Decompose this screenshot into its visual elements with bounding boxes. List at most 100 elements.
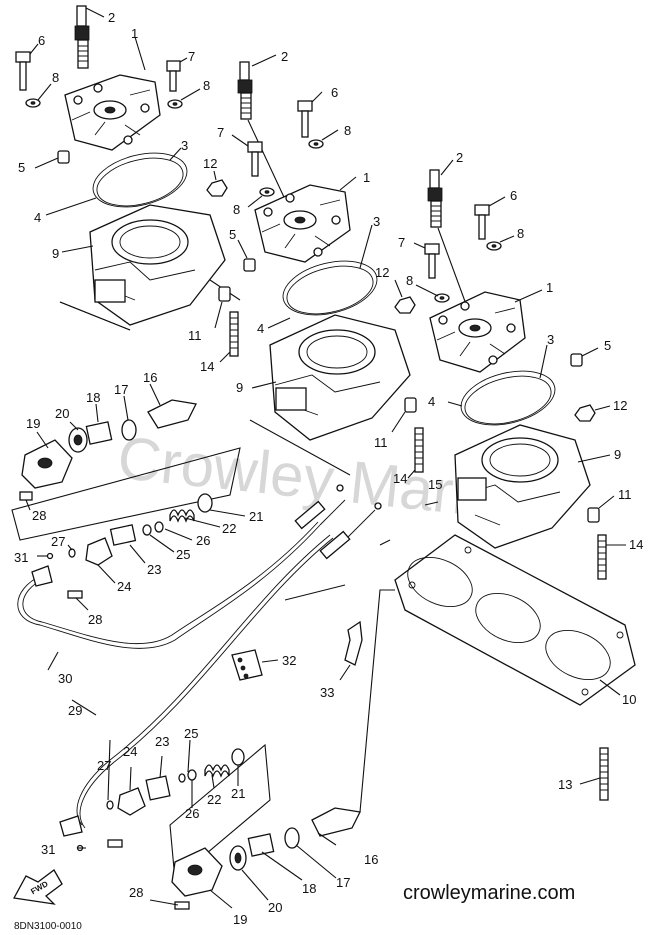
callout-labels: 2 1 6 8 7 8 3 5 12 4 9 11 14 2 6 8 7 1 8… [14, 10, 643, 927]
callout-14: 14 [629, 537, 643, 552]
callout-7: 7 [188, 49, 195, 64]
callout-11: 11 [374, 435, 388, 450]
callout-12: 12 [375, 265, 389, 280]
callout-9: 9 [614, 447, 621, 462]
callout-5: 5 [18, 160, 25, 175]
spark-plug-icon [237, 54, 291, 211]
callout-8: 8 [517, 226, 524, 241]
cable-icon [17, 484, 382, 829]
callout-4: 4 [34, 210, 41, 225]
callout-1: 1 [131, 26, 138, 41]
callout-5: 5 [229, 227, 236, 242]
thermostat-fitting-group [11, 383, 241, 541]
callout-2: 2 [456, 150, 463, 165]
callout-28: 28 [32, 508, 46, 523]
cylinder-block-icon [59, 279, 424, 479]
gasket-icon [379, 534, 636, 706]
callout-8: 8 [203, 78, 210, 93]
callout-2: 2 [281, 49, 288, 64]
middle-cylinder-assembly [59, 54, 424, 479]
callout-10: 10 [622, 692, 636, 707]
callout-33: 33 [320, 685, 334, 700]
callout-13: 13 [558, 777, 572, 792]
callout-19: 19 [26, 416, 40, 431]
callout-6: 6 [38, 33, 45, 48]
callout-14: 14 [200, 359, 214, 374]
callout-19: 19 [233, 912, 247, 927]
gasket-ring-icon [237, 224, 378, 329]
callout-5: 5 [604, 338, 611, 353]
callout-17: 17 [336, 875, 350, 890]
callout-15: 15 [428, 477, 442, 492]
left-cylinder-assembly [15, 5, 241, 363]
callout-9: 9 [52, 246, 59, 261]
callout-1: 1 [546, 280, 553, 295]
callout-3: 3 [547, 332, 554, 347]
callout-16: 16 [364, 852, 378, 867]
diagram-code: 8DN3100-0010 [14, 921, 82, 932]
callout-3: 3 [373, 214, 380, 229]
callout-17: 17 [114, 382, 128, 397]
callout-31: 31 [14, 550, 28, 565]
callout-28: 28 [88, 612, 102, 627]
callout-22: 22 [222, 521, 236, 536]
callout-2: 2 [108, 10, 115, 25]
callout-23: 23 [155, 734, 169, 749]
callout-12: 12 [613, 398, 627, 413]
callout-30: 30 [58, 671, 72, 686]
cylinder-block-icon [424, 404, 626, 580]
right-cylinder-assembly [413, 159, 626, 580]
callout-11: 11 [188, 328, 202, 343]
callout-9: 9 [236, 380, 243, 395]
callout-8: 8 [344, 123, 351, 138]
footer-brand: crowleymarine.com [403, 882, 575, 904]
spark-plug-icon [74, 5, 105, 69]
callout-1: 1 [363, 170, 370, 185]
callout-29: 29 [68, 703, 82, 718]
callout-27: 27 [97, 758, 111, 773]
cylinder-head-icon [64, 36, 161, 151]
callout-7: 7 [217, 125, 224, 140]
callout-8: 8 [52, 70, 59, 85]
head-bolt-icon [15, 43, 201, 109]
gasket-ring-icon [34, 147, 188, 216]
lower-small-parts [59, 589, 395, 910]
callout-8: 8 [233, 202, 240, 217]
cylinder-head-icon [429, 289, 543, 373]
callout-24: 24 [117, 579, 131, 594]
callout-25: 25 [176, 547, 190, 562]
callout-26: 26 [185, 806, 199, 821]
upper-small-parts [31, 493, 246, 611]
callout-4: 4 [257, 321, 264, 336]
spark-plug-icon [427, 159, 471, 316]
callout-20: 20 [55, 406, 69, 421]
callout-18: 18 [86, 390, 100, 405]
callout-31: 31 [41, 842, 55, 857]
stud-icon [579, 747, 609, 801]
callout-4: 4 [428, 394, 435, 409]
callout-8: 8 [406, 273, 413, 288]
callout-20: 20 [268, 900, 282, 915]
callout-18: 18 [302, 881, 316, 896]
callout-6: 6 [510, 188, 517, 203]
callout-27: 27 [51, 534, 65, 549]
callout-23: 23 [147, 562, 161, 577]
head-bolt-icon [413, 196, 515, 303]
callout-24: 24 [123, 744, 137, 759]
fwd-arrow-icon: FWD [12, 869, 63, 905]
head-bolt-icon [231, 91, 339, 208]
callout-14: 14 [393, 471, 407, 486]
callout-21: 21 [249, 509, 263, 524]
cylinder-block-icon [59, 170, 241, 363]
callout-12: 12 [203, 156, 217, 171]
callout-28: 28 [129, 885, 143, 900]
callout-3: 3 [181, 138, 188, 153]
gasket-ring-icon [447, 344, 599, 426]
callout-22: 22 [207, 792, 221, 807]
callout-11: 11 [618, 487, 632, 502]
callout-16: 16 [143, 370, 157, 385]
callout-25: 25 [184, 726, 198, 741]
callout-26: 26 [196, 533, 210, 548]
bracket-clamp-icons [231, 620, 363, 681]
